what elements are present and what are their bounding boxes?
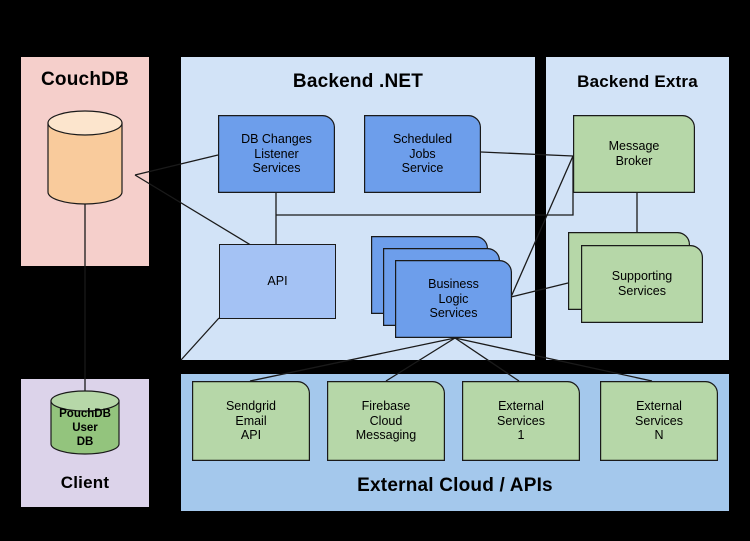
node-firebase-cloud-messaging[interactable]: Firebase Cloud Messaging xyxy=(327,381,445,461)
node-scheduled-jobs-service[interactable]: Scheduled Jobs Service xyxy=(364,115,481,193)
node-external-services-1-label: External Services 1 xyxy=(497,398,545,443)
container-backend-dotnet-title: Backend .NET xyxy=(292,71,424,92)
pouchdb-user-db-cylinder: PouchDB User DB xyxy=(50,390,120,455)
node-business-logic-services[interactable]: Business Logic Services xyxy=(395,260,512,338)
node-supporting-services-label: Supporting Services xyxy=(611,269,673,298)
node-scheduled-jobs-service-label: Scheduled Jobs Service xyxy=(392,131,453,176)
node-api-label: API xyxy=(267,274,288,289)
node-sendgrid-email-api-label: Sendgrid Email API xyxy=(225,398,277,443)
node-supporting-services[interactable]: Supporting Services xyxy=(581,245,703,323)
node-shape xyxy=(462,381,580,461)
node-api[interactable]: API xyxy=(219,244,336,319)
node-message-broker-label: Message Broker xyxy=(608,139,660,168)
node-db-changes-listener-services-label: DB Changes Listener Services xyxy=(241,131,312,176)
container-client-title: Client xyxy=(60,473,110,492)
node-shape xyxy=(327,381,445,461)
node-shape xyxy=(581,245,703,323)
node-message-broker[interactable]: Message Broker xyxy=(573,115,695,193)
node-external-services-n-label: External Services N xyxy=(635,398,683,443)
node-shape xyxy=(573,115,695,193)
node-sendgrid-email-api[interactable]: Sendgrid Email API xyxy=(192,381,310,461)
couchdb-database-cylinder xyxy=(47,110,123,205)
node-firebase-cloud-messaging-label: Firebase Cloud Messaging xyxy=(355,398,417,443)
container-backend-extra-title: Backend Extra xyxy=(577,72,698,91)
node-db-changes-listener-services[interactable]: DB Changes Listener Services xyxy=(218,115,335,193)
node-external-services-1[interactable]: External Services 1 xyxy=(462,381,580,461)
pouchdb-user-db-label: PouchDB User DB xyxy=(59,408,111,448)
node-shape xyxy=(192,381,310,461)
container-external-cloud-title: External Cloud / APIs xyxy=(357,475,553,496)
node-shape xyxy=(395,260,512,338)
node-external-services-n[interactable]: External Services N xyxy=(600,381,718,461)
node-business-logic-services-label: Business Logic Services xyxy=(428,276,479,321)
node-shape xyxy=(600,381,718,461)
container-couchdb-title: CouchDB xyxy=(41,69,129,90)
